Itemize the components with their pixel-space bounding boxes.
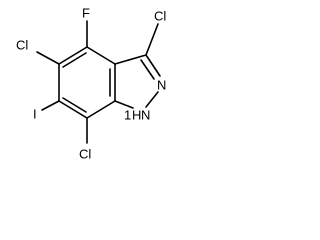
bond-c3-cl <box>145 23 159 56</box>
bond-c7-c6 <box>58 100 88 119</box>
bond-c3-n2 <box>145 54 161 77</box>
chemical-structure-diagram: F Cl Cl I Cl N 1 H N <box>16 6 166 162</box>
bond-c3-n2-inner <box>140 59 155 80</box>
bond-n1-c7a <box>114 100 134 109</box>
bond-n2-n1 <box>145 91 159 108</box>
bond-c5-c4-inner <box>62 52 87 68</box>
bond-c5-c4 <box>58 46 88 65</box>
bond-c6-i <box>41 100 60 111</box>
atom-label-cl-c5: Cl <box>16 38 28 53</box>
atom-label-cl-c3: Cl <box>154 9 166 24</box>
bond-c4-c3a <box>86 46 116 65</box>
atom-label-n1: N <box>141 108 150 123</box>
bond-c7-c6-inner <box>62 97 87 113</box>
bond-c7a-c7 <box>86 100 116 119</box>
atom-label-i: I <box>33 107 37 122</box>
bond-c3a-c3 <box>114 54 147 65</box>
atom-label-n2: N <box>157 78 166 93</box>
atom-label-n1-h: H <box>132 108 141 123</box>
atom-label-n1-prefix: 1 <box>124 108 131 123</box>
atom-label-cl-c7: Cl <box>79 147 91 162</box>
atom-label-f: F <box>82 6 90 21</box>
bond-c5-cl <box>36 51 60 65</box>
